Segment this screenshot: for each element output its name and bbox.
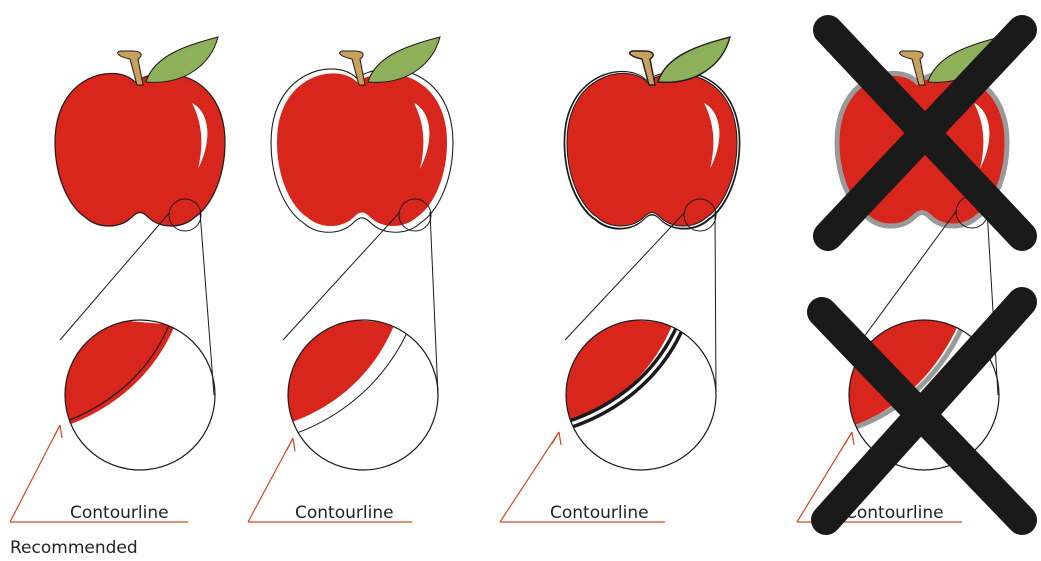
contourline-label-4: Contourline: [845, 503, 944, 523]
contourline-label-1: Contourline: [70, 503, 169, 523]
pointer-arrow-2: [248, 438, 293, 522]
contourline-label-2: Contourline: [295, 503, 394, 523]
zoom-line-right-1: [200, 212, 214, 395]
pointer-arrowhead-3: [552, 432, 561, 445]
magnifier-circle-2: [283, 315, 438, 470]
magnifier-circle-3: [561, 315, 716, 470]
zoom-line-left-2: [283, 212, 400, 340]
panel-3: Contourline: [500, 37, 740, 523]
zoom-line-right-4: [987, 210, 998, 395]
apple-illustration-1: [55, 37, 225, 226]
apple-illustration-3: [564, 37, 741, 230]
zoom-line-right-2: [430, 212, 438, 395]
panel-1: Contourline: [10, 37, 225, 523]
zoom-line-left-3: [565, 212, 685, 340]
pointer-arrowhead-2: [287, 438, 295, 451]
pointer-arrowhead-4: [845, 432, 854, 445]
zoom-line-right-3: [715, 212, 716, 395]
pointer-arrowhead-1: [54, 425, 62, 438]
recommended-note: Recommended: [10, 538, 138, 558]
panel-2: Contourline: [248, 37, 453, 523]
panel-4: Contourline: [797, 30, 1022, 523]
contourline-label-3: Contourline: [550, 503, 649, 523]
magnifier-circle-1: [60, 315, 215, 470]
pointer-arrow-1: [10, 425, 60, 522]
